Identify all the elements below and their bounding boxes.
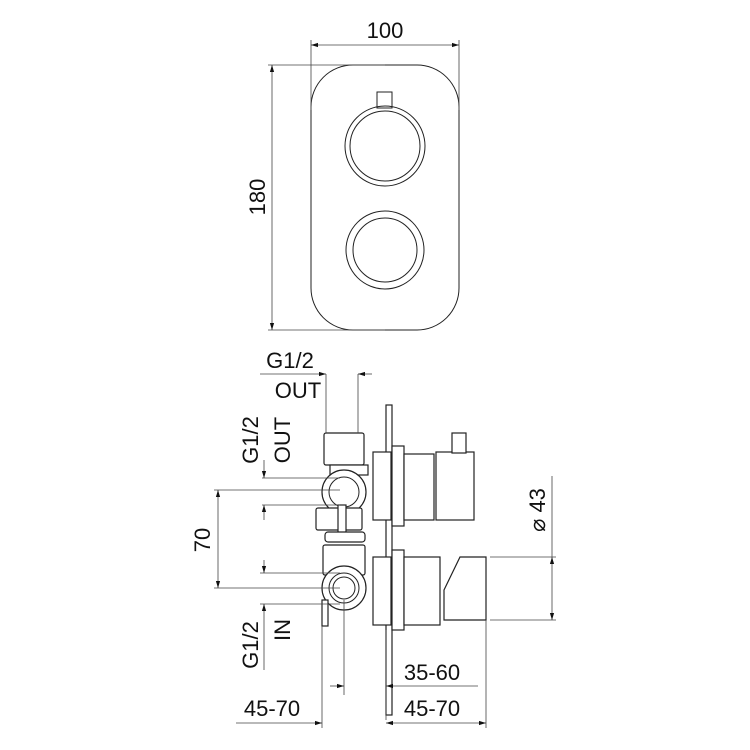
upper-flange xyxy=(372,451,392,521)
inlet-stub xyxy=(321,599,329,627)
upper-handle xyxy=(435,451,475,521)
lower-sleeve xyxy=(403,556,441,626)
depth-dimension-label: 35-60 xyxy=(404,660,460,685)
top-knob-outer xyxy=(344,105,426,187)
top-out-size-label: G1/2 xyxy=(266,348,314,373)
width-dimension-label: 100 xyxy=(367,18,404,43)
middle-stem xyxy=(337,504,347,534)
upper-sleeve xyxy=(403,453,435,521)
side-out-size-label: G1/2 xyxy=(238,416,263,464)
top-knob-inner xyxy=(349,110,421,182)
lever-tab-side xyxy=(451,432,467,454)
in-size-label: G1/2 xyxy=(238,621,263,669)
front-view: 100 180 xyxy=(245,18,460,331)
right-depth-dimension-label: 45-70 xyxy=(404,696,460,721)
bottom-knob-outer xyxy=(345,210,425,290)
cover-plate xyxy=(310,64,460,331)
lower-flange xyxy=(372,556,392,626)
top-out-label: OUT xyxy=(275,378,321,403)
side-view: G1/2 OUT G1/2 OUT 70 G1/2 IN ⌀ 43 xyxy=(190,348,556,728)
lever-tab xyxy=(376,91,393,109)
lower-handle xyxy=(443,556,487,621)
side-out-label: OUT xyxy=(270,417,295,463)
top-outlet-nut xyxy=(323,432,365,466)
spacing-dimension-label: 70 xyxy=(190,528,215,552)
upper-collar xyxy=(391,445,405,527)
lower-collar xyxy=(391,549,405,631)
height-dimension-label: 180 xyxy=(245,179,270,216)
diameter-dimension-label: ⌀ 43 xyxy=(525,488,550,532)
left-depth-dimension-label: 45-70 xyxy=(244,696,300,721)
union-nut xyxy=(324,531,366,543)
bottom-knob-inner xyxy=(352,217,418,283)
in-label: IN xyxy=(270,619,295,641)
